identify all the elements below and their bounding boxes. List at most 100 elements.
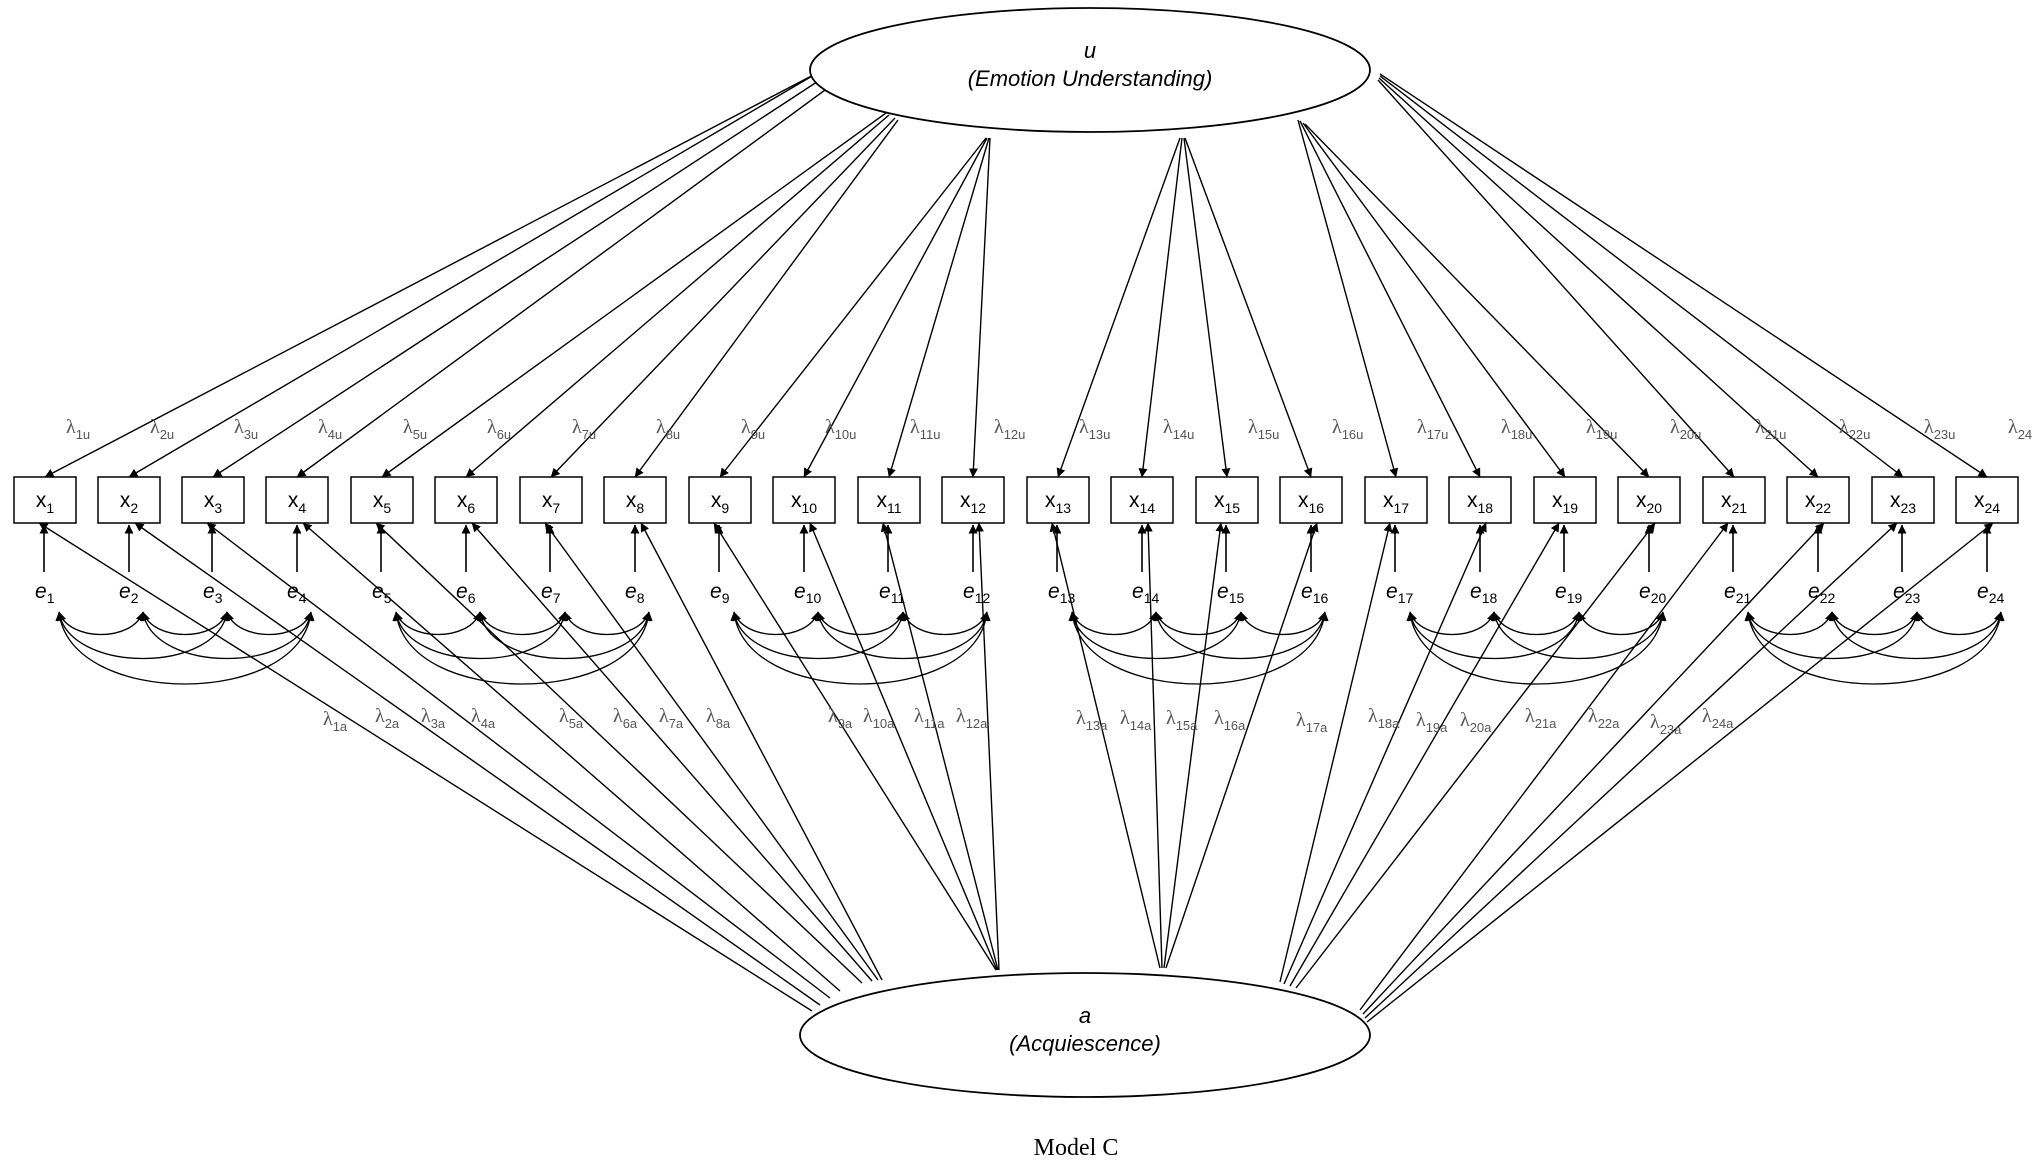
lambda-a-label: λ12a	[956, 705, 988, 731]
lambda-a-label: λ22a	[1588, 705, 1620, 731]
error-label-e20: e20	[1639, 580, 1666, 606]
a-loading-path	[134, 522, 821, 1006]
indicator-box	[519, 476, 583, 524]
error-covariance-arc	[1154, 611, 1243, 636]
lambda-u-label: λ6u	[487, 416, 511, 442]
lambda-u-label: λ9u	[741, 416, 765, 442]
error-label-e1: e1	[35, 580, 55, 606]
indicator-x24: x24	[1955, 476, 2019, 524]
u-loading-paths	[44, 71, 1988, 478]
error-covariance-arc	[225, 611, 313, 636]
error-covariance-arc	[1068, 611, 1329, 685]
a-loading-path	[880, 522, 999, 971]
indicator-box	[772, 476, 836, 524]
a-loading-path	[1163, 522, 1225, 969]
u-loading-path	[1056, 137, 1181, 478]
u-loading-path	[1184, 137, 1313, 478]
lambda-u-label: λ2u	[150, 416, 174, 442]
error-label-e15: e15	[1217, 580, 1244, 606]
error-covariances	[55, 611, 2005, 685]
a-loading-path	[1295, 522, 1656, 989]
error-covariance-arc	[1830, 611, 1919, 636]
error-covariance-arc	[1070, 611, 1158, 636]
lambda-u-label: λ22u	[1839, 416, 1870, 442]
error-covariance-arc	[392, 611, 653, 685]
u-loading-path	[634, 119, 899, 478]
error-covariance-arc	[901, 611, 989, 636]
error-covariance-arc	[57, 611, 145, 636]
latent-a: a (Acquiescence)	[799, 972, 1371, 1098]
error-covariance-arc	[1068, 611, 1245, 659]
indicator-x11: x11	[857, 476, 921, 524]
lambda-a-label: λ13a	[1076, 707, 1108, 733]
error-label-e6: e6	[456, 580, 476, 606]
lambda-u-label: λ5u	[403, 416, 427, 442]
a-loading-path	[375, 522, 863, 984]
error-label-e12: e12	[963, 580, 990, 606]
indicator-box	[857, 476, 921, 524]
error-label-e4: e4	[287, 580, 307, 606]
u-loading-path	[968, 137, 991, 478]
error-covariance-arc	[1828, 611, 2005, 659]
lambda-a-label: λ23a	[1650, 711, 1682, 737]
error-covariance-arc	[1492, 611, 1581, 636]
indicator-box	[941, 476, 1005, 524]
indicator-x12: x12	[941, 476, 1005, 524]
lambda-a-label: λ17a	[1296, 709, 1328, 735]
error-covariance-arc	[1406, 611, 1667, 685]
u-loading-path	[1379, 75, 1904, 478]
error-label-e7: e7	[541, 580, 561, 606]
error-label-e16: e16	[1301, 580, 1328, 606]
lambda-a-label: λ8a	[706, 705, 731, 731]
indicator-x2: x2	[97, 476, 161, 524]
error-covariance-arc	[1744, 611, 2005, 685]
error-covariance-arc	[392, 611, 569, 659]
lambda-u-label: λ7u	[572, 416, 596, 442]
lambda-a-label: λ2a	[375, 705, 400, 731]
lambda-u-label: λ12u	[994, 416, 1025, 442]
a-loading-path	[544, 522, 879, 981]
u-loading-path	[719, 137, 987, 478]
u-loading-path	[803, 137, 988, 478]
error-arrows	[39, 524, 1992, 572]
lambda-a-label: λ24a	[1702, 705, 1734, 731]
indicator-box	[1364, 476, 1428, 524]
indicator-x5: x5	[350, 476, 414, 524]
a-loading-path	[809, 522, 998, 971]
a-loading-path	[1283, 522, 1487, 985]
lambda-u-label: λ15u	[1248, 416, 1279, 442]
error-covariance-arc	[139, 611, 315, 659]
lambda-u-label: λ14u	[1163, 416, 1194, 442]
u-loading-path	[381, 112, 887, 478]
latent-u-label: (Emotion Understanding)	[968, 66, 1213, 91]
error-label-e14: e14	[1132, 580, 1159, 606]
lambda-a-label: λ10a	[863, 705, 895, 731]
lambda-a-label: λ11a	[914, 705, 945, 731]
error-label-e5: e5	[372, 580, 392, 606]
error-label-e13: e13	[1048, 580, 1075, 606]
a-loading-path	[713, 522, 997, 971]
indicator-x8: x8	[603, 476, 667, 524]
indicator-x4: x4	[265, 476, 329, 524]
indicator-box	[97, 476, 161, 524]
u-loading-path	[887, 137, 990, 478]
indicator-box	[434, 476, 498, 524]
lambda-a-label: λ14a	[1120, 707, 1152, 733]
indicator-box	[1533, 476, 1597, 524]
lambda-u-label: λ4u	[318, 416, 342, 442]
lambda-a-label: λ1a	[323, 708, 348, 734]
a-loading-path	[302, 522, 841, 992]
indicator-x14: x14	[1110, 476, 1174, 524]
error-covariance-arc	[476, 611, 653, 659]
u-loading-path	[296, 81, 837, 478]
error-covariance-arc	[730, 611, 907, 659]
error-label-e19: e19	[1555, 580, 1582, 606]
indicator-x6: x6	[434, 476, 498, 524]
a-loading-path	[1359, 522, 1729, 1011]
a-loading-paths	[38, 522, 1994, 1023]
lambda-a-label: λ18a	[1368, 705, 1400, 731]
